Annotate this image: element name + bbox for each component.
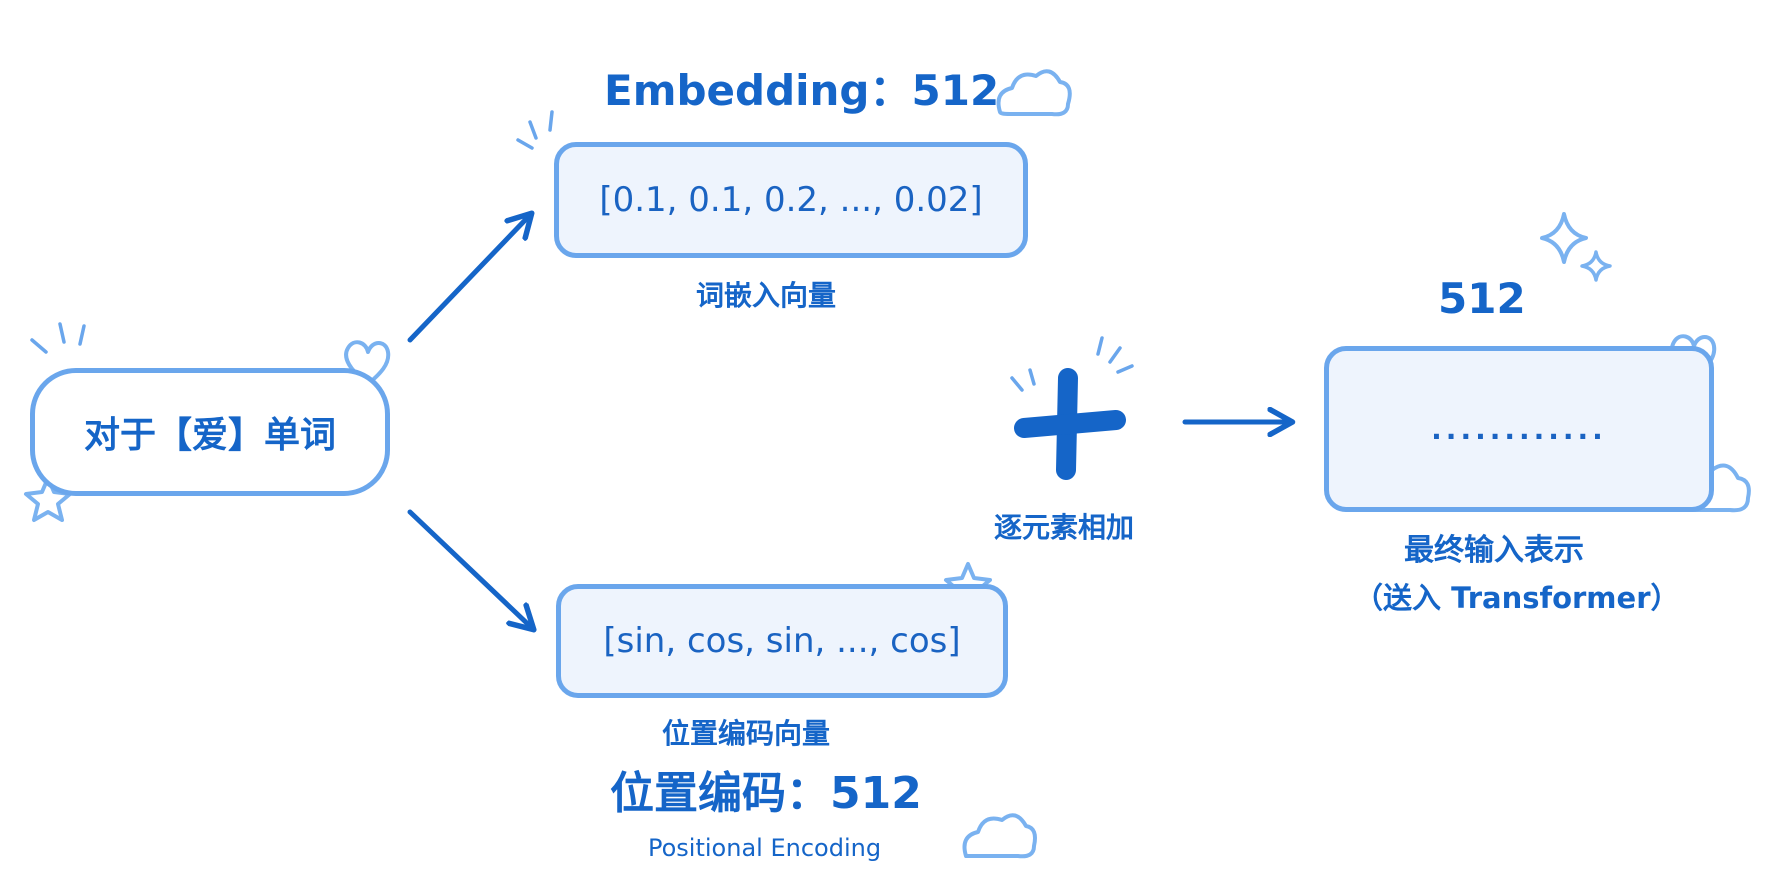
output-content: ............ bbox=[1431, 412, 1607, 446]
embedding-vector-box: [0.1, 0.1, 0.2, ..., 0.02] bbox=[554, 142, 1028, 258]
burst-lines-icon bbox=[1010, 336, 1134, 392]
embedding-vector: [0.1, 0.1, 0.2, ..., 0.02] bbox=[599, 180, 983, 220]
burst-lines-icon bbox=[30, 322, 86, 354]
plus-icon bbox=[1014, 368, 1126, 480]
input-word-box: 对于【爱】单词 bbox=[30, 368, 390, 496]
sparkle-icon bbox=[1540, 212, 1588, 264]
embedding-caption: 词嵌入向量 bbox=[696, 279, 837, 312]
cloud-icon bbox=[962, 813, 1037, 859]
arrow-to-embedding bbox=[407, 215, 530, 343]
output-box: ............ bbox=[1324, 346, 1714, 512]
positional-vector: [sin, cos, sin, ..., cos] bbox=[603, 621, 961, 661]
positional-title: 位置编码：512 bbox=[610, 768, 922, 819]
output-caption-line2: （送入 Transformer） bbox=[1354, 581, 1680, 615]
input-word-label: 对于【爱】单词 bbox=[83, 415, 336, 456]
embedding-title: Embedding：512 bbox=[604, 66, 1000, 115]
positional-subtitle: Positional Encoding bbox=[648, 834, 882, 862]
burst-lines-icon bbox=[516, 110, 554, 150]
cloud-icon bbox=[996, 69, 1072, 117]
positional-caption: 位置编码向量 bbox=[662, 717, 831, 750]
output-dim: 512 bbox=[1438, 274, 1526, 323]
output-caption-line1: 最终输入表示 bbox=[1404, 533, 1584, 568]
positional-vector-box: [sin, cos, sin, ..., cos] bbox=[556, 584, 1008, 698]
arrow-to-positional bbox=[407, 509, 532, 628]
sparkle-icon bbox=[1580, 250, 1612, 282]
operation-caption: 逐元素相加 bbox=[994, 511, 1135, 544]
